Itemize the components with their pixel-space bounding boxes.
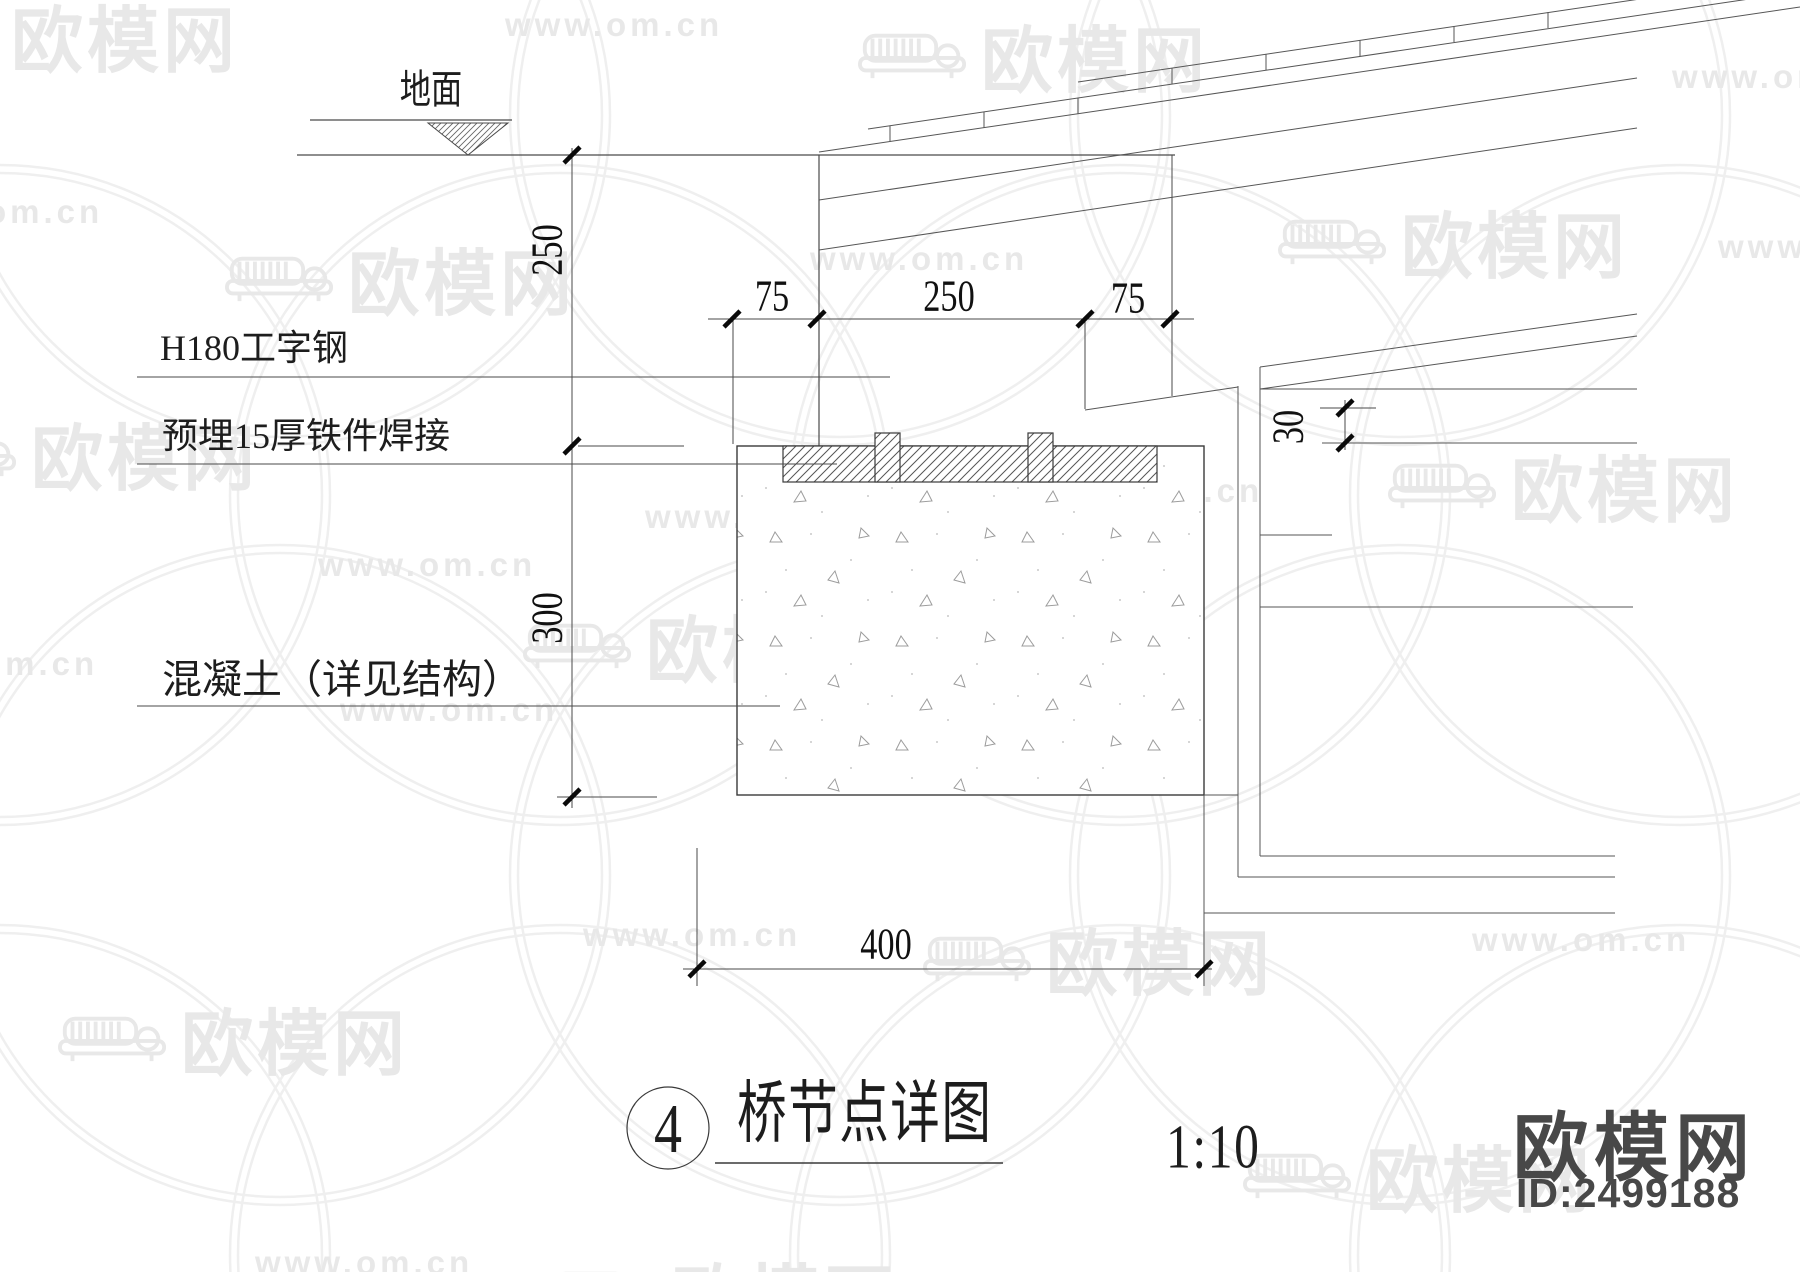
dimension-ticks: [562, 145, 1355, 979]
watermark-url: www.om.cn: [255, 1244, 474, 1272]
watermark-brand: 欧模网: [1275, 188, 1629, 293]
dimension-lines: [557, 148, 1376, 986]
anchor-tabs: [874, 432, 1054, 483]
concrete-block: [736, 445, 1205, 796]
watermark-url: www.om.cn: [318, 546, 537, 583]
leader-lines: [137, 376, 890, 707]
watermark-url: www.om.cn: [1672, 58, 1800, 95]
watermark-brand: 欧模网: [855, 2, 1209, 107]
watermark-brand: 欧模网: [1240, 1122, 1594, 1227]
watermark-url: www.om.cn: [1718, 228, 1800, 265]
watermark-url: www.om.cn: [583, 916, 802, 953]
watermark-brand: 欧模网: [1385, 432, 1739, 537]
watermark-url: www.om.cn: [0, 645, 99, 682]
steel-plate: [782, 445, 1158, 483]
ground-symbol: [297, 119, 1175, 156]
watermark-url: www.om.cn: [505, 6, 724, 43]
watermark-brand: 欧模网: [0, 0, 239, 87]
watermark-url: www.om.cn: [340, 691, 559, 728]
watermark-brand: 欧模网: [920, 905, 1274, 1010]
watermark-brand: 欧模网: [55, 985, 409, 1090]
watermark-brand: 欧模网: [545, 1240, 899, 1272]
watermark-url: www.om.cn: [0, 193, 104, 230]
watermark-url: www.om.cn: [1472, 921, 1691, 958]
watermark-brand: 欧模网: [0, 400, 259, 505]
right-structure: [1084, 313, 1638, 986]
deck-planks: [818, 0, 1800, 251]
watermark-brand: 欧模网: [222, 225, 576, 330]
title-block: [626, 1086, 1003, 1170]
